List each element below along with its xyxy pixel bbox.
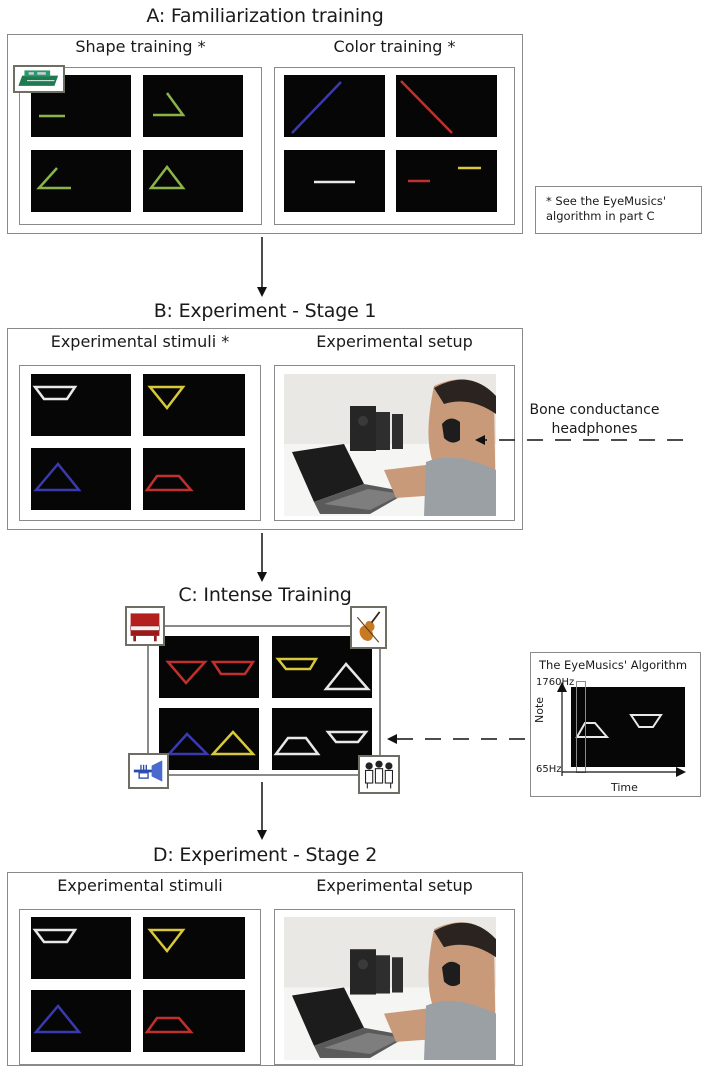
stimulus-tile: [31, 917, 131, 979]
shape-training-panel: Shape training *: [19, 37, 262, 225]
section-b-panel: Experimental stimuli * Experimental setu…: [7, 328, 523, 530]
section-b-title: B: Experiment - Stage 1: [153, 300, 377, 322]
footnote-text: * See the EyeMusics'algorithm in part C: [546, 194, 667, 223]
experimental-setup-photo: [284, 917, 496, 1060]
stimulus-tile: [143, 448, 245, 510]
stimuli-panel-d: Experimental stimuli: [19, 876, 261, 1065]
color-training-title: Color training *: [333, 37, 456, 56]
stimulus-tile: [159, 708, 259, 770]
section-a-title: A: Familiarization training: [146, 5, 384, 27]
axis-y-label: Note: [533, 696, 546, 723]
stimulus-tile: [284, 75, 385, 137]
stimuli-panel-b: Experimental stimuli *: [19, 332, 261, 521]
footnote-box: * See the EyeMusics'algorithm in part C: [535, 186, 702, 234]
freq-high-label: 1760Hz: [536, 677, 575, 688]
stimulus-tile: [284, 150, 385, 212]
stimulus-tile: [143, 374, 245, 436]
algorithm-title: The EyeMusics' Algorithm: [539, 658, 688, 672]
color-training-panel: Color training *: [274, 37, 515, 225]
stimulus-tile: [31, 448, 131, 510]
setup-panel-d: Experimental setup: [274, 876, 515, 1065]
stimulus-tile: [396, 150, 497, 212]
section-d-panel: Experimental stimuli Experimental setup: [7, 872, 523, 1066]
stimulus-tile: [143, 75, 243, 137]
scan-column-marker: [576, 681, 586, 773]
stimulus-tile: [31, 150, 131, 212]
setup-panel-b: Experimental setup: [274, 332, 515, 521]
stimulus-tile: [143, 917, 245, 979]
piano-icon: [125, 606, 165, 646]
synthesizer-icon: [13, 65, 65, 93]
stimulus-tile: [31, 990, 131, 1052]
eyemusic-algorithm-box: The EyeMusics' Algorithm 1760Hz 65Hz Not…: [530, 652, 701, 797]
setup-title-b: Experimental setup: [316, 332, 473, 351]
violin-icon: [350, 606, 387, 649]
choir-icon: [358, 755, 400, 794]
shape-training-title: Shape training *: [75, 37, 206, 56]
algorithm-image: [571, 687, 685, 767]
section-c-title: C: Intense Training: [178, 584, 352, 606]
freq-low-label: 65Hz: [536, 764, 562, 775]
stimulus-tile: [396, 75, 497, 137]
axis-x-label: Time: [611, 781, 638, 794]
stimulus-tile: [143, 990, 245, 1052]
stimuli-title-d: Experimental stimuli: [57, 876, 223, 895]
setup-title-d: Experimental setup: [316, 876, 473, 895]
stimulus-tile: [159, 636, 259, 698]
stimulus-tile: [272, 708, 372, 770]
section-a-panel: Shape training * Color training *: [7, 34, 523, 234]
section-d-title: D: Experiment - Stage 2: [152, 844, 378, 866]
stimulus-tile: [143, 150, 243, 212]
experimental-setup-photo: [284, 374, 496, 516]
trumpet-icon: [128, 753, 169, 789]
intense-training-panel: [147, 625, 381, 776]
stimuli-title-b: Experimental stimuli *: [50, 332, 230, 351]
stimulus-tile: [31, 374, 131, 436]
